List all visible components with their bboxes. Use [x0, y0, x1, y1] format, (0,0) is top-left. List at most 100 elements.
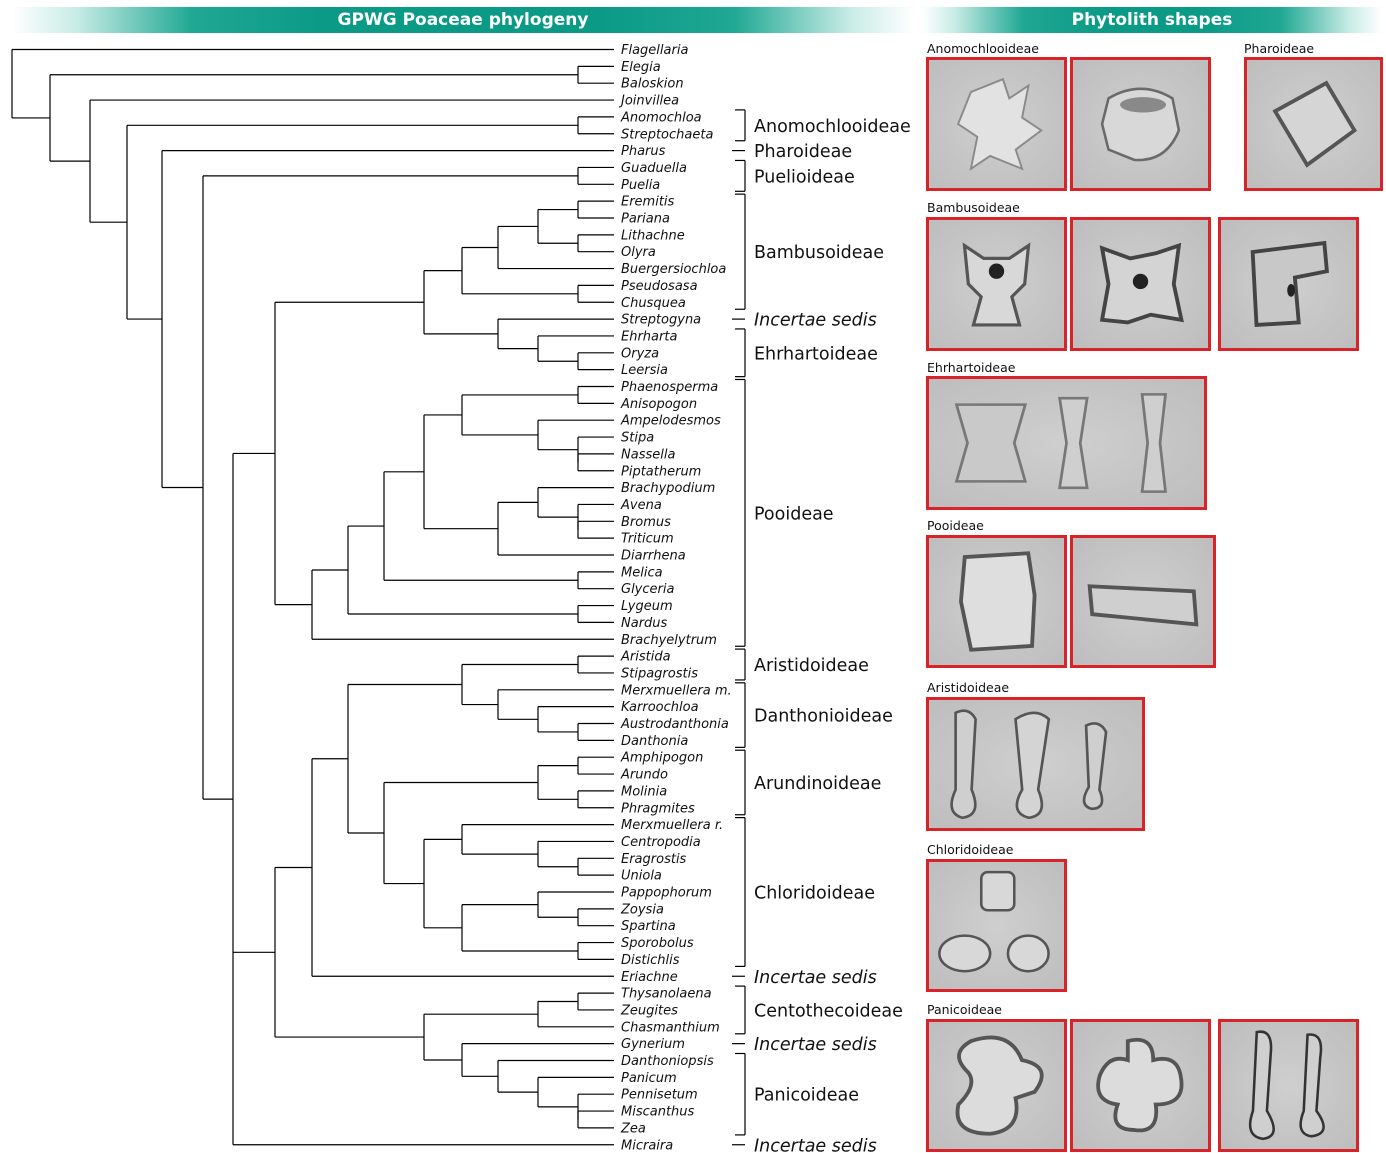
phytolith-title: Phytolith shapes [922, 7, 1382, 33]
phytolith-photo [926, 217, 1067, 351]
clade-label: Pharoideae [754, 142, 852, 162]
taxon-label: Pharus [621, 144, 666, 159]
phytolith-photo [926, 57, 1067, 191]
taxon-label: Zoysia [620, 902, 664, 917]
clade-label: Incertae sedis [754, 968, 877, 988]
phytolith-photo [1070, 217, 1211, 351]
taxon-label: Nassella [621, 447, 675, 462]
taxon-label: Anomochloa [620, 110, 702, 125]
taxon-label: Danthonia [621, 734, 688, 749]
taxon-label: Molinia [621, 784, 667, 799]
taxon-label: Miscanthus [621, 1105, 695, 1120]
taxon-label: Olyra [621, 245, 656, 260]
phytolith-photo [1244, 57, 1383, 191]
taxon-label: Panicum [621, 1071, 677, 1086]
taxon-label: Sporobolus [621, 936, 694, 951]
clade-label: Ehrhartoideae [754, 344, 878, 364]
taxon-label: Amphipogon [620, 751, 703, 766]
taxon-label: Zea [620, 1121, 646, 1136]
phytolith-photo [1070, 57, 1211, 191]
phytolith-photo [1218, 1019, 1359, 1152]
taxon-label: Ehrharta [621, 329, 677, 344]
panel-label-aristidoideae: Aristidoideae [927, 680, 1009, 695]
taxon-label: Guaduella [621, 161, 687, 176]
taxon-label: Eragrostis [621, 852, 687, 867]
taxon-label: Baloskion [621, 77, 684, 92]
taxon-label: Micraira [621, 1138, 673, 1153]
taxon-label: Lithachne [621, 228, 685, 243]
taxon-label: Leersia [621, 363, 668, 378]
phytolith-photo [926, 1019, 1067, 1152]
clade-label: Puelioideae [754, 167, 855, 187]
taxon-label: Merxmuellera m. [621, 683, 732, 698]
taxon-label: Avena [620, 498, 662, 513]
taxon-label: Streptochaeta [621, 127, 713, 142]
taxon-label: Distichlis [621, 953, 680, 968]
taxon-label: Bromus [621, 515, 671, 530]
taxon-label: Elegia [621, 60, 661, 75]
clade-label: Incertae sedis [754, 311, 877, 331]
clade-label: Anomochlooideae [754, 117, 911, 137]
taxon-label: Brachyelytrum [621, 633, 717, 648]
taxon-label: Flagellaria [621, 43, 688, 58]
clade-label: Bambusoideae [754, 243, 884, 263]
taxon-label: Ampelodesmos [620, 414, 721, 429]
phytolith-photo [1070, 535, 1216, 668]
clade-label: Incertae sedis [754, 1136, 877, 1153]
taxon-label: Eremitis [621, 195, 675, 210]
phylogeny-tree: FlagellariaElegiaBaloskionJoinvilleaAnom… [0, 0, 920, 1153]
taxon-label: Merxmuellera r. [621, 818, 723, 833]
taxon-label: Puelia [621, 178, 660, 193]
phytolith-photo [926, 376, 1207, 510]
taxon-label: Phragmites [621, 801, 695, 816]
taxon-label: Streptogyna [621, 313, 701, 328]
taxon-label: Pariana [621, 212, 670, 227]
taxon-label: Stipa [621, 431, 654, 446]
taxon-label: Pseudosasa [621, 279, 698, 294]
taxon-label: Thysanolaena [621, 987, 712, 1002]
taxon-label: Pappophorum [621, 886, 712, 901]
taxon-label: Arundo [620, 768, 668, 783]
taxon-label: Melica [621, 565, 663, 580]
panel-label-chloridoideae: Chloridoideae [927, 842, 1013, 857]
taxon-label: Lygeum [621, 599, 673, 614]
taxon-label: Triticum [621, 532, 674, 547]
clade-label: Pooideae [754, 504, 834, 524]
taxon-label: Stipagrostis [621, 666, 698, 681]
taxon-label: Glyceria [621, 582, 674, 597]
taxon-label: Austrodanthonia [620, 717, 729, 732]
taxon-label: Chasmanthium [621, 1020, 720, 1035]
taxon-label: Centropodia [621, 835, 701, 850]
taxon-label: Chusquea [621, 296, 686, 311]
clade-label: Centothecoideae [754, 1001, 903, 1021]
phytolith-photo [926, 697, 1145, 831]
taxon-label: Eriachne [621, 970, 678, 985]
phytolith-photo [926, 535, 1067, 668]
clade-label: Aristidoideae [754, 656, 869, 676]
taxon-label: Zeugites [620, 1003, 678, 1018]
taxon-label: Oryza [621, 346, 659, 361]
clade-label: Panicoideae [754, 1086, 859, 1106]
panel-label-ehrhartoideae: Ehrhartoideae [927, 360, 1015, 375]
taxon-label: Anisopogon [620, 397, 697, 412]
taxon-label: Danthoniopsis [621, 1054, 714, 1069]
panel-label-pharoideae: Pharoideae [1244, 41, 1314, 56]
panel-label-bambusoideae: Bambusoideae [927, 200, 1020, 215]
panel-label-panicoideae: Panicoideae [927, 1002, 1002, 1017]
taxon-label: Brachypodium [621, 481, 715, 496]
clade-label: Chloridoideae [754, 884, 875, 904]
taxon-label: Phaenosperma [621, 380, 718, 395]
taxon-label: Joinvillea [618, 94, 679, 109]
taxon-label: Gynerium [621, 1037, 685, 1052]
clade-label: Arundinoideae [754, 774, 881, 794]
taxon-label: Diarrhena [621, 549, 686, 564]
phytolith-photo [1070, 1019, 1211, 1152]
taxon-label: Buergersiochloa [621, 262, 726, 277]
taxon-label: Spartina [621, 919, 676, 934]
phytolith-photo [1218, 217, 1359, 351]
clade-label: Danthonioideae [754, 707, 893, 727]
panel-label-anomochlooideae: Anomochlooideae [927, 41, 1039, 56]
taxon-label: Aristida [620, 650, 671, 665]
taxon-label: Pennisetum [621, 1088, 698, 1103]
taxon-label: Karroochloa [621, 700, 699, 715]
